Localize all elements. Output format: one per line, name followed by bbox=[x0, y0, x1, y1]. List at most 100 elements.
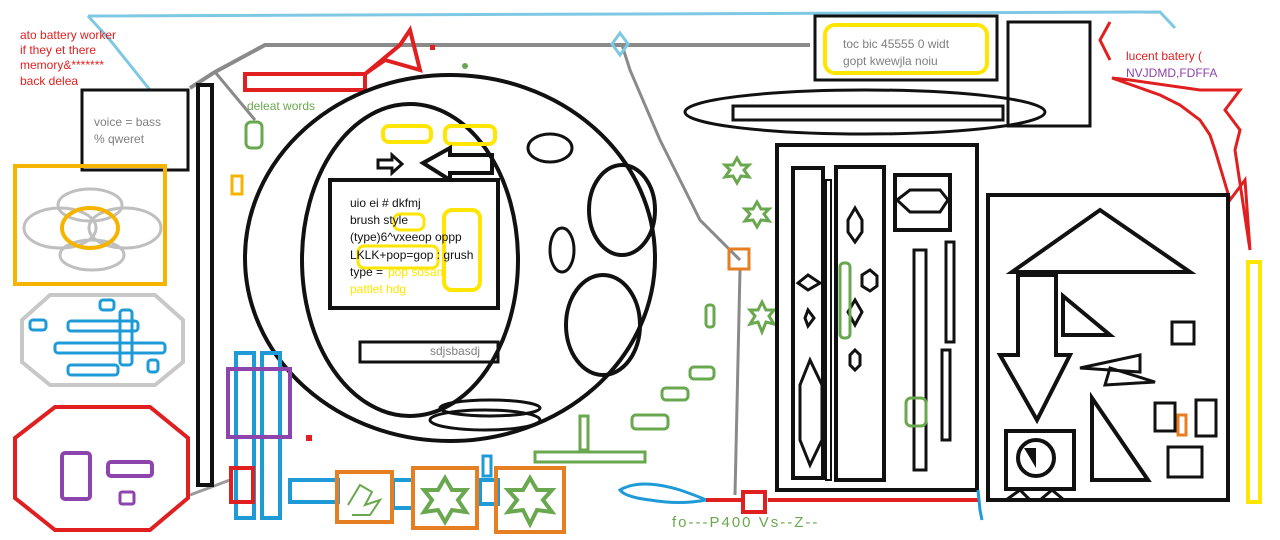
gray-path-right bbox=[733, 269, 742, 496]
center-bar bbox=[358, 340, 500, 364]
panel-line-1: uio ei # dkfmj bbox=[350, 196, 421, 210]
gray-path-down bbox=[620, 44, 742, 262]
arrow-left-icon bbox=[419, 144, 494, 184]
center-panel bbox=[328, 178, 500, 310]
blue-small-tab bbox=[481, 454, 493, 478]
panel-line-2: brush style bbox=[350, 213, 409, 227]
top-connector-line bbox=[87, 10, 1177, 30]
machine-vert-1 bbox=[912, 248, 928, 472]
blue-leaf bbox=[617, 482, 711, 504]
toc-line-1: toc bic 45555 0 widt bbox=[843, 37, 950, 51]
oval-bottom-2 bbox=[428, 408, 542, 432]
gray-ellipse-right bbox=[87, 206, 163, 250]
blue-connector-2 bbox=[391, 478, 415, 510]
machine-thin-bar bbox=[825, 179, 832, 481]
yellow-highlight-2 bbox=[356, 244, 440, 270]
green-chip-4 bbox=[704, 303, 716, 329]
yellow-line-1: pop sosam bbox=[388, 265, 447, 279]
square-a bbox=[1170, 320, 1196, 346]
voice-box bbox=[80, 88, 190, 172]
purple-rect bbox=[60, 451, 92, 501]
hex-icon-6 bbox=[848, 347, 862, 373]
voice-line-1: voice = bass bbox=[94, 115, 162, 129]
hex-icon-1 bbox=[846, 205, 864, 245]
red-bar bbox=[243, 72, 367, 92]
gray-path-top bbox=[188, 43, 810, 90]
panel-line-5: type = bbox=[350, 265, 384, 279]
yellow-highlight-3 bbox=[442, 208, 482, 292]
machine-panel bbox=[775, 143, 979, 492]
green-star-3 bbox=[746, 298, 778, 337]
vertical-bar bbox=[196, 83, 214, 487]
yellow-ellipse-center bbox=[60, 206, 120, 250]
long-bar bbox=[731, 104, 1005, 122]
purple-square bbox=[118, 490, 136, 506]
green-base-bar bbox=[533, 450, 647, 464]
yellow-line-2: pattlet hdg bbox=[350, 282, 407, 296]
lucent-line-1: lucent batery ( bbox=[1126, 49, 1203, 63]
gray-ellipse-bottom bbox=[58, 238, 126, 272]
big-oval bbox=[243, 73, 657, 443]
star-icon-1 bbox=[419, 474, 471, 526]
yellow-small-rect bbox=[230, 174, 244, 196]
red-loop bbox=[1098, 21, 1112, 61]
clock-icon bbox=[1016, 438, 1056, 478]
machine-vert-3 bbox=[944, 240, 956, 344]
toc-inner bbox=[823, 23, 989, 75]
toc-outer bbox=[813, 14, 999, 82]
small-tri-left bbox=[1001, 488, 1034, 502]
orange-tiny bbox=[1176, 413, 1188, 437]
oval-right-bottom bbox=[564, 273, 642, 377]
green-chip-2 bbox=[660, 386, 690, 402]
orange-box-1 bbox=[335, 470, 394, 524]
gray-ellipse-top bbox=[56, 187, 124, 223]
blue-bar-1 bbox=[28, 318, 48, 332]
gray-path-left bbox=[213, 71, 257, 121]
red-tiny bbox=[306, 435, 312, 441]
blue-bar-6 bbox=[66, 363, 120, 377]
green-chip-1 bbox=[630, 413, 670, 431]
triangle-2 bbox=[1061, 291, 1116, 337]
down-arrow-icon bbox=[996, 273, 1074, 425]
hex-icon-5 bbox=[846, 297, 864, 329]
yellow-pill-2 bbox=[443, 124, 497, 146]
oval-bottom-1 bbox=[438, 398, 542, 418]
square-top-right bbox=[1006, 20, 1092, 128]
hex-icon-2 bbox=[860, 268, 879, 293]
red-hexagon bbox=[13, 405, 190, 532]
blue-tick bbox=[976, 489, 984, 521]
long-diamond bbox=[798, 356, 824, 469]
red-box-bottom bbox=[741, 490, 767, 514]
blue-bar-3 bbox=[98, 298, 116, 312]
red-flag bbox=[363, 25, 423, 76]
red-small-square bbox=[229, 466, 255, 504]
yellow-pill-1 bbox=[381, 124, 433, 144]
orange-small-square bbox=[727, 247, 751, 271]
star-icon-2 bbox=[503, 474, 557, 529]
hex-icon-3 bbox=[795, 273, 823, 292]
clock-hand bbox=[1024, 448, 1036, 468]
machine-square bbox=[893, 173, 952, 232]
green-chip-machine bbox=[904, 396, 928, 428]
blue-bar-7 bbox=[146, 358, 160, 374]
oval-top-mid bbox=[526, 132, 574, 164]
oval-right-small bbox=[548, 226, 576, 274]
panel-line-4: LKLK+pop=gop : grush bbox=[350, 248, 474, 262]
machine-col-1 bbox=[791, 166, 825, 480]
blue-bar-4 bbox=[118, 308, 134, 367]
long-oval bbox=[683, 88, 1047, 136]
left-connector-line bbox=[86, 14, 152, 91]
voice-line-2: % qweret bbox=[94, 132, 145, 146]
gray-path-bottom-left bbox=[189, 478, 231, 497]
deleat-words-label: deleat words bbox=[247, 99, 316, 113]
orange-box-2 bbox=[411, 466, 479, 530]
oval-right-top bbox=[587, 163, 657, 257]
green-star-2 bbox=[741, 198, 773, 231]
toc-line-2: gopt kwewjla noiu bbox=[843, 54, 938, 68]
bottom-scribble: fo---P400 Vs--Z-- bbox=[672, 514, 820, 531]
green-vert-in-machine bbox=[838, 261, 852, 340]
green-scribble bbox=[347, 483, 383, 516]
small-tri-right bbox=[1035, 488, 1069, 502]
square-d bbox=[1166, 445, 1204, 479]
